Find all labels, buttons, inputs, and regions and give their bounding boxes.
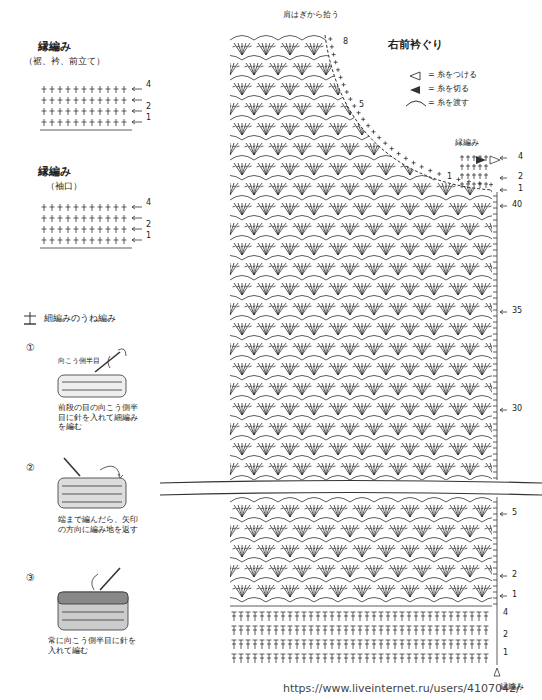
watermark: https://www.liveinternet.ru/users/410704… — [283, 682, 520, 695]
row-number: 1 — [518, 184, 523, 194]
section-title: 縁編み — [38, 165, 71, 178]
step-number: ① — [26, 342, 35, 354]
stitch-name: 細編みのうね編み — [44, 313, 116, 324]
row-number: 1 — [512, 590, 517, 600]
row-number: 1 — [146, 231, 151, 241]
row-number: 5 — [358, 100, 365, 110]
chart-title: 右前衿ぐり — [388, 38, 443, 51]
step-note: 端まで編んだら、矢印の方向に編み地を返す — [58, 515, 138, 534]
step-note: 常に向こう側半目に針を入れて編む — [48, 636, 138, 655]
row-number: 4 — [518, 152, 523, 162]
step-note: 前段の目の向こう側半目に針を入れて細編みを編む — [58, 403, 138, 432]
row-number: 35 — [512, 306, 522, 316]
row-number: 1 — [503, 648, 508, 658]
legend-text: = 糸を渡す — [428, 98, 469, 108]
row-number: 2 — [512, 570, 517, 580]
row-number: 2 — [518, 172, 523, 182]
row-number: 30 — [512, 404, 522, 414]
row-number: 2 — [503, 630, 508, 640]
row-number: 4 — [503, 608, 508, 618]
section-title: 縁編み — [455, 138, 479, 148]
row-number: 4 — [146, 80, 151, 90]
legend-text: = 糸を切る — [428, 84, 469, 94]
note: 肩はぎから拾う — [283, 10, 339, 20]
section-subtitle: （袖口） — [46, 181, 82, 192]
step-number: ② — [26, 462, 35, 474]
legend-text: = 糸をつける — [428, 70, 477, 80]
row-number: 5 — [512, 508, 517, 518]
row-number: 4 — [146, 198, 151, 208]
step-number: ③ — [26, 572, 35, 584]
row-number: 2 — [146, 102, 151, 112]
note: 向こう側半目 — [58, 357, 100, 365]
section-title: 縁編み — [38, 40, 71, 53]
row-number: 2 — [146, 220, 151, 230]
row-number: 1 — [146, 113, 151, 123]
section-subtitle: （裾、衿、前立て） — [24, 56, 105, 67]
row-number: 8 — [342, 37, 349, 47]
row-number: 40 — [512, 200, 522, 210]
row-number: 1 — [446, 172, 453, 182]
